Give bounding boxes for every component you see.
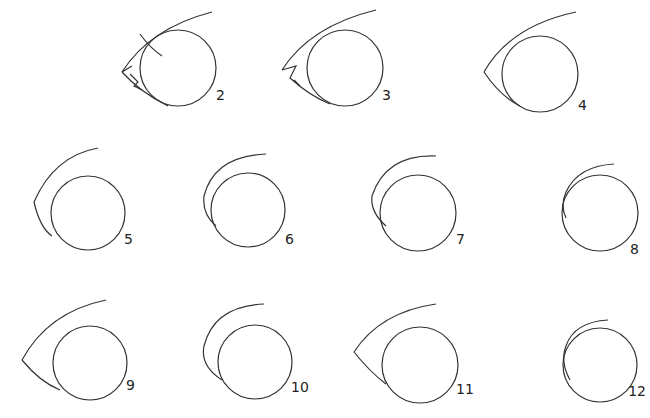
callout-number: 6 xyxy=(285,232,294,246)
eye-figure xyxy=(282,10,383,106)
callout-number: 9 xyxy=(126,378,135,392)
eye-figure xyxy=(354,304,458,403)
eye-figure xyxy=(562,164,638,251)
eye-figure xyxy=(34,148,125,250)
callout-number: 8 xyxy=(630,242,639,256)
callout-number: 7 xyxy=(456,232,465,246)
eye-figure xyxy=(22,300,127,400)
callout-number: 2 xyxy=(216,88,225,102)
callout-number: 10 xyxy=(291,380,309,394)
eye-figure xyxy=(203,304,292,399)
callout-number: 5 xyxy=(124,232,133,246)
eye-figure xyxy=(372,156,456,251)
callout-number: 12 xyxy=(628,384,646,398)
callout-number: 11 xyxy=(456,382,474,396)
eye-figure xyxy=(204,154,285,247)
callout-number: 4 xyxy=(578,98,587,112)
eye-figure xyxy=(484,12,578,112)
eye-figure xyxy=(122,12,216,106)
eye-figure xyxy=(563,320,637,402)
callout-number: 3 xyxy=(382,88,391,102)
